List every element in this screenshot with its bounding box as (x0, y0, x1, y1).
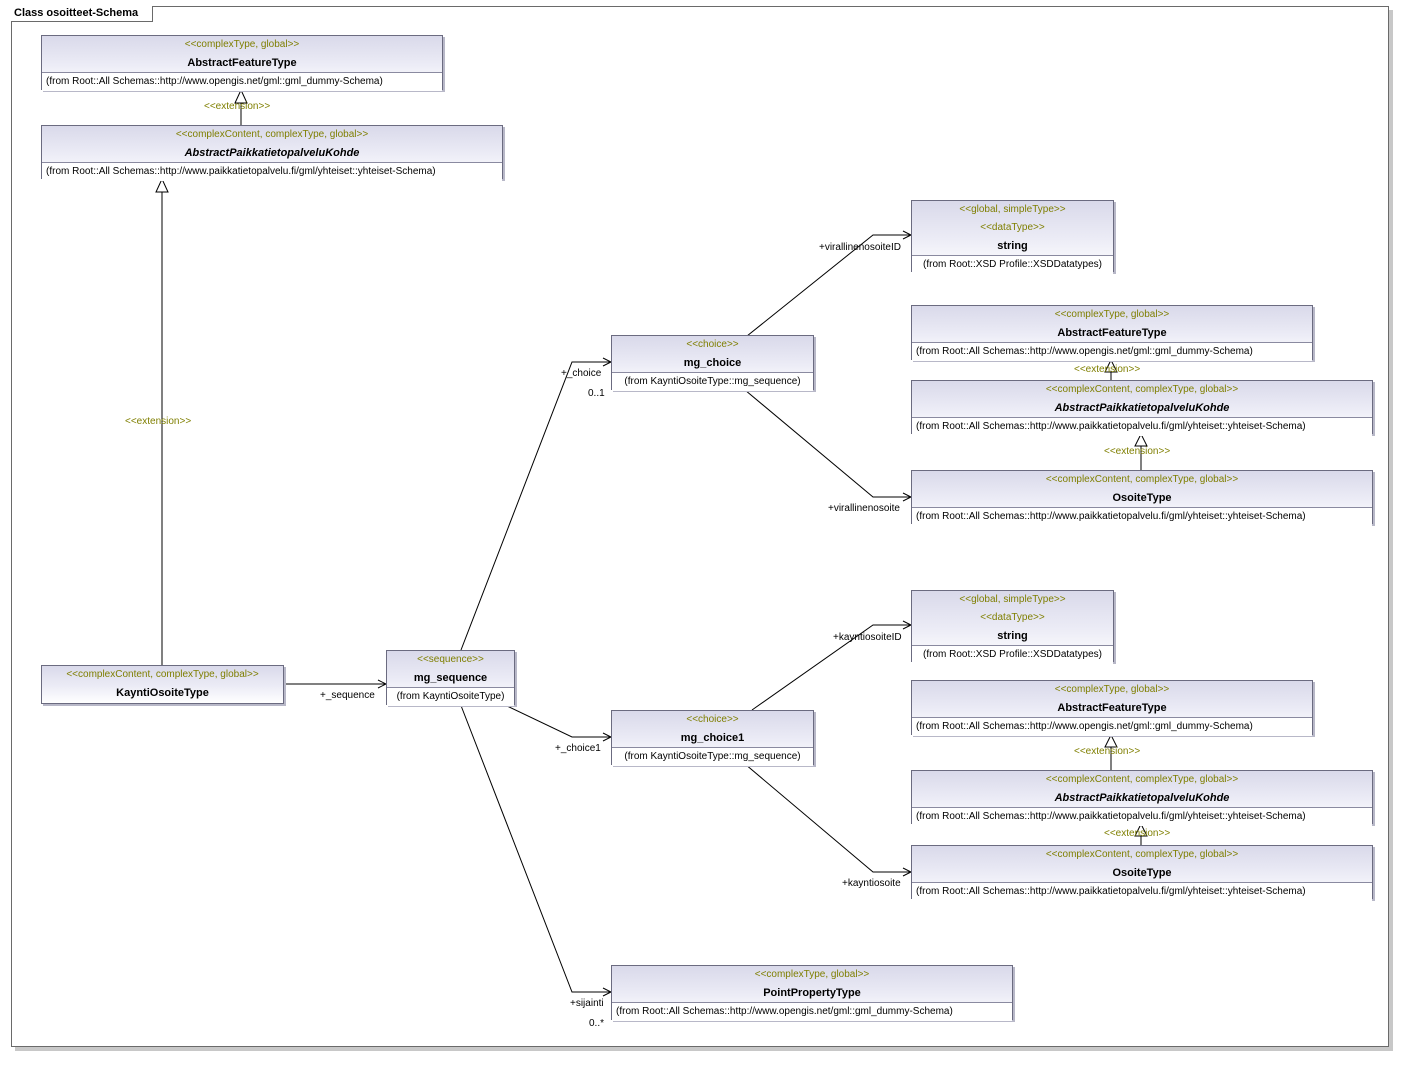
class-origin: (from Root::XSD Profile::XSDDatatypes) (912, 255, 1113, 274)
class-origin: (from Root::All Schemas::http://www.paik… (912, 507, 1372, 526)
stereotype: <<global, simpleType>> (959, 594, 1066, 605)
extension-label: <<extension>> (204, 101, 271, 112)
class-name: AbstractPaikkatietopalveluKohde (184, 147, 360, 159)
class-origin: (from Root::All Schemas::http://www.open… (912, 342, 1312, 361)
class-mg-choice1[interactable]: <<choice>> mg_choice1 (from KayntiOsoite… (611, 710, 814, 766)
stereotype: <<complexType, global>> (754, 969, 870, 980)
class-abstractpaikkatietopalvelukohde-right-1[interactable]: <<complexContent, complexType, global>> … (911, 380, 1373, 436)
class-name: mg_choice (683, 357, 742, 369)
extension-label: <<extension>> (1074, 364, 1141, 375)
class-mg-choice[interactable]: <<choice>> mg_choice (from KayntiOsoiteT… (611, 335, 814, 391)
generalization-arrowhead (1104, 358, 1118, 373)
extension-label: <<extension>> (125, 416, 192, 427)
role-virallinenosoiteid: +virallinenosoiteID (819, 242, 901, 253)
class-osoitetype-1[interactable]: <<complexContent, complexType, global>> … (911, 470, 1373, 526)
stereotype: <<global, simpleType>> (959, 204, 1066, 215)
stereotype: <<sequence>> (417, 654, 484, 665)
class-origin: (from Root::All Schemas::http://www.open… (42, 72, 442, 91)
class-name: AbstractPaikkatietopalveluKohde (1054, 792, 1230, 804)
generalization-arrowhead (1134, 432, 1148, 447)
stereotype: <<choice>> (686, 714, 739, 725)
class-string-2[interactable]: <<global, simpleType>> <<dataType>> stri… (911, 590, 1114, 664)
class-name: OsoiteType (1112, 492, 1172, 504)
association-line (744, 763, 911, 873)
generalization-arrowhead (234, 88, 248, 104)
class-name: mg_sequence (413, 672, 488, 684)
class-origin: (from Root::All Schemas::http://www.paik… (42, 162, 502, 181)
extension-label: <<extension>> (1104, 446, 1171, 457)
extension-label: <<extension>> (1074, 746, 1141, 757)
role-kayntiosoite: +kayntiosoite (842, 878, 901, 889)
association-line (460, 361, 611, 651)
class-mg-sequence[interactable]: <<sequence>> mg_sequence (from KayntiOso… (386, 650, 515, 706)
class-name: AbstractFeatureType (187, 57, 297, 69)
class-origin: (from Root::XSD Profile::XSDDatatypes) (912, 645, 1113, 664)
class-origin: (from KayntiOsoiteType::mg_sequence) (612, 747, 813, 766)
stereotype: <<complexType, global>> (1054, 309, 1170, 320)
class-kayntiosoitetype[interactable]: <<complexContent, complexType, global>> … (41, 665, 284, 704)
association-line (746, 234, 911, 337)
class-osoitetype-2[interactable]: <<complexContent, complexType, global>> … (911, 845, 1373, 901)
class-name: AbstractFeatureType (1057, 327, 1167, 339)
class-name: PointPropertyType (763, 987, 861, 999)
multiplicity-choice: 0..1 (588, 388, 605, 399)
stereotype: <<complexType, global>> (184, 39, 300, 50)
class-origin: (from Root::All Schemas::http://www.paik… (912, 807, 1372, 826)
stereotype: <<complexContent, complexType, global>> (1045, 474, 1239, 485)
stereotype: <<complexContent, complexType, global>> (1045, 849, 1239, 860)
class-origin: (from KayntiOsoiteType::mg_sequence) (612, 372, 813, 391)
role-choice1: +_choice1 (555, 743, 601, 754)
class-abstractfeaturetype-top[interactable]: <<complexType, global>> AbstractFeatureT… (41, 35, 443, 91)
class-string-1[interactable]: <<global, simpleType>> <<dataType>> stri… (911, 200, 1114, 274)
stereotype: <<complexContent, complexType, global>> (175, 129, 369, 140)
role-virallinenosoite: +virallinenosoite (828, 503, 900, 514)
stereotype: <<complexContent, complexType, global>> (1045, 384, 1239, 395)
generalization-arrowhead (1134, 822, 1148, 837)
association-line (751, 624, 911, 711)
role-kayntiosoiteid: +kayntiosoiteID (833, 632, 902, 643)
class-abstractfeaturetype-right-2[interactable]: <<complexType, global>> AbstractFeatureT… (911, 680, 1313, 736)
class-name: OsoiteType (1112, 867, 1172, 879)
class-name: string (997, 240, 1028, 252)
association-line (504, 704, 611, 738)
role-sijainti: +sijainti (570, 998, 604, 1009)
class-pointpropertytype[interactable]: <<complexType, global>> PointPropertyTyp… (611, 965, 1013, 1021)
role-choice: +_choice (561, 368, 602, 379)
stereotype-datatype: <<dataType>> (980, 222, 1045, 233)
diagram-title: Class osoitteet-Schema (11, 6, 154, 22)
class-name: KayntiOsoiteType (116, 687, 209, 699)
stereotype: <<complexType, global>> (1054, 684, 1170, 695)
stereotype-datatype: <<dataType>> (980, 612, 1045, 623)
class-origin: (from Root::All Schemas::http://www.open… (612, 1002, 1012, 1021)
class-abstractpaikkatietopalvelukohde-top[interactable]: <<complexContent, complexType, global>> … (41, 125, 503, 181)
stereotype: <<complexContent, complexType, global>> (1045, 774, 1239, 785)
class-origin: (from Root::All Schemas::http://www.paik… (912, 417, 1372, 436)
class-name: string (997, 630, 1028, 642)
generalization-arrowhead (1104, 733, 1118, 748)
class-origin: (from KayntiOsoiteType) (387, 687, 514, 706)
class-origin: (from Root::All Schemas::http://www.open… (912, 717, 1312, 736)
association-line (459, 702, 611, 993)
extension-label: <<extension>> (1104, 828, 1171, 839)
stereotype: <<choice>> (686, 339, 739, 350)
class-origin: (from Root::All Schemas::http://www.paik… (912, 882, 1372, 901)
class-abstractpaikkatietopalvelukohde-right-2[interactable]: <<complexContent, complexType, global>> … (911, 770, 1373, 826)
class-name: AbstractPaikkatietopalveluKohde (1054, 402, 1230, 414)
role-sequence: +_sequence (320, 690, 375, 701)
generalization-arrowhead (155, 177, 169, 193)
class-name: AbstractFeatureType (1057, 702, 1167, 714)
multiplicity-sijainti: 0..* (589, 1018, 605, 1029)
class-abstractfeaturetype-right-1[interactable]: <<complexType, global>> AbstractFeatureT… (911, 305, 1313, 361)
stereotype: <<complexContent, complexType, global>> (66, 669, 259, 680)
association-line (744, 389, 911, 498)
class-name: mg_choice1 (680, 732, 745, 744)
